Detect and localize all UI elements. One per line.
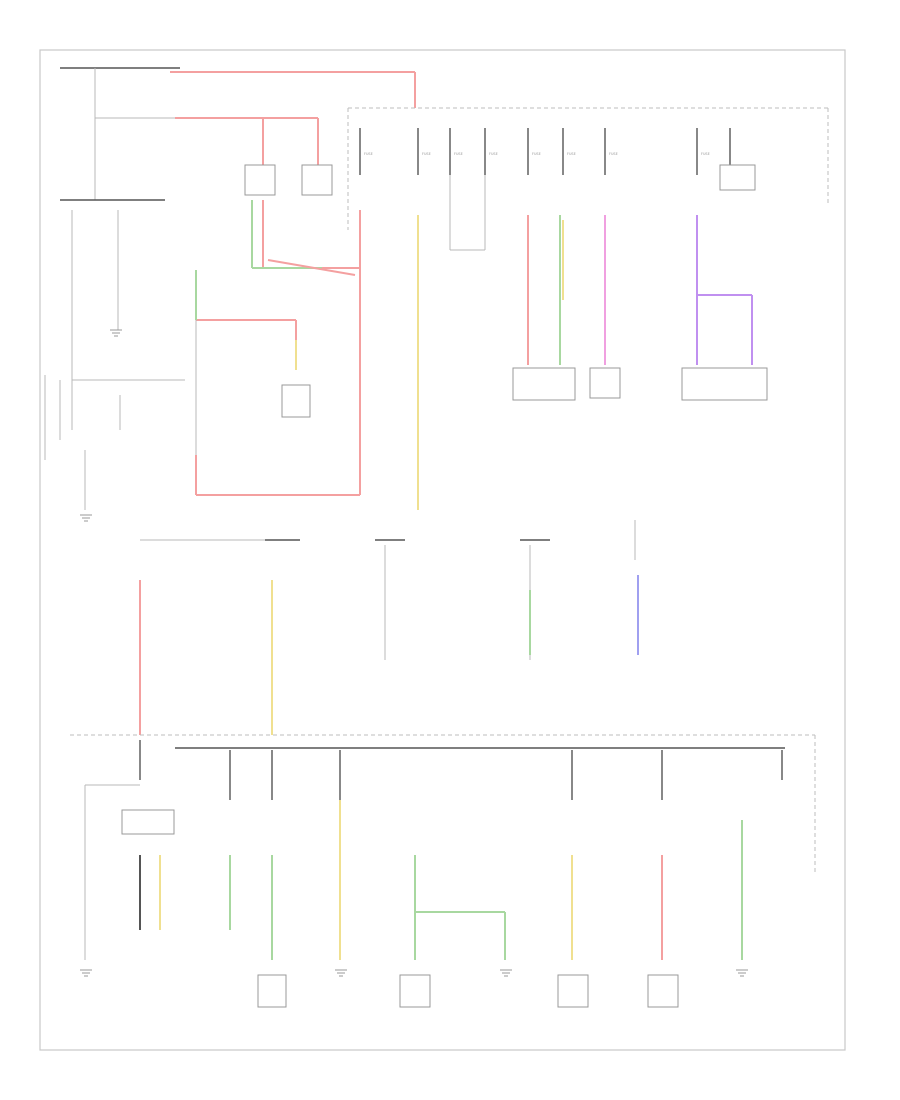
fuse-row-upper: FUSE FUSE FUSE FUSE FUSE FUSE FUSE FUSE <box>359 128 731 175</box>
svg-text:FUSE: FUSE <box>489 152 498 156</box>
svg-text:FUSE: FUSE <box>609 152 618 156</box>
svg-text:FUSE: FUSE <box>567 152 576 156</box>
red-circuit-loop <box>195 200 361 496</box>
svg-text:FUSE: FUSE <box>532 152 541 156</box>
bottom-components <box>121 809 679 1008</box>
diagram-frame <box>39 49 846 1051</box>
svg-text:FUSE: FUSE <box>701 152 710 156</box>
svg-text:FUSE: FUSE <box>364 152 373 156</box>
left-sensor-chain <box>44 270 311 510</box>
bottom-wires <box>139 800 743 960</box>
upper-right-wires <box>512 215 768 401</box>
svg-text:FUSE: FUSE <box>454 152 463 156</box>
middle-vertical-wires <box>139 575 639 735</box>
ground-symbols <box>80 329 748 977</box>
svg-text:FUSE: FUSE <box>422 152 431 156</box>
second-fuse-bus <box>70 734 816 875</box>
bottom-fuses <box>84 740 783 960</box>
battery-feed-area <box>60 67 416 430</box>
main-fuse-bus <box>347 107 829 230</box>
ignition-switch-row <box>140 520 636 660</box>
relays-top <box>244 164 756 251</box>
